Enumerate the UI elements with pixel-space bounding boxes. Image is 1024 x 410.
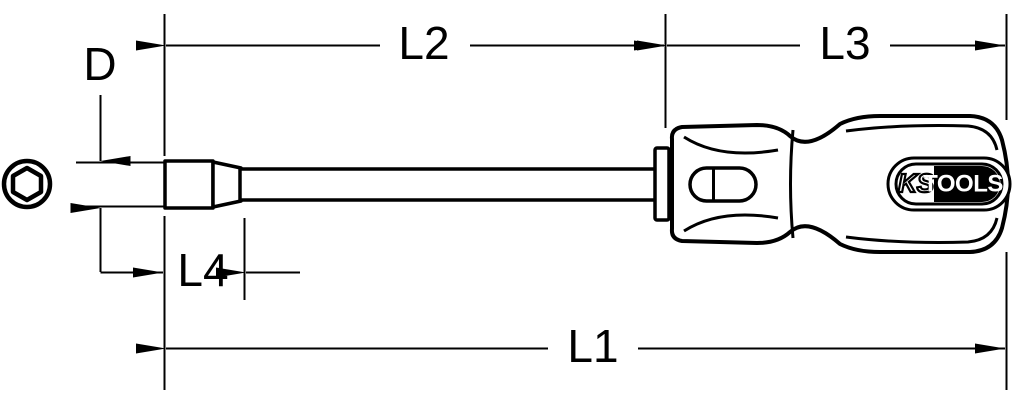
handle-rear-upper-contour <box>845 124 999 151</box>
screwdriver-shaft-assembly <box>163 159 666 210</box>
dimension-label-L2: L2 <box>398 17 449 69</box>
logo-text-tools: TOOLS <box>923 170 1003 197</box>
ferrule-ring <box>653 146 671 222</box>
extension-lines <box>76 14 1008 390</box>
handle-waist-upper <box>683 135 779 155</box>
dimension-L3: L3 <box>637 17 1005 69</box>
logo-text-ks: KS <box>898 168 935 198</box>
handle-body <box>669 114 1010 254</box>
ferrule-collar <box>653 146 671 222</box>
end-view-hexagon <box>10 165 44 203</box>
dimension-label-L4: L4 <box>177 244 228 296</box>
dimension-L4: L4 <box>118 244 300 296</box>
dimension-L2: L2 <box>136 17 664 69</box>
handle-through-hole <box>688 166 758 203</box>
dimension-label-L3: L3 <box>819 17 870 69</box>
hex-socket-end-view <box>1 158 53 210</box>
socket-taper <box>211 160 243 209</box>
socket-head <box>163 159 215 210</box>
dimension-D: D <box>70 38 131 274</box>
end-view-outer-circle <box>1 158 53 210</box>
logo-tools-block <box>934 166 1000 202</box>
dimension-L1: L1 <box>136 320 1005 372</box>
dimension-label-L1: L1 <box>567 320 618 372</box>
dimension-label-D: D <box>83 38 116 90</box>
ks-tools-logo: KS TOOLS <box>886 156 1012 212</box>
shaft <box>238 167 666 202</box>
handle-waist-lower <box>683 213 779 233</box>
handle-rear-lower-contour <box>845 217 999 244</box>
handle-section-divider <box>789 129 795 239</box>
